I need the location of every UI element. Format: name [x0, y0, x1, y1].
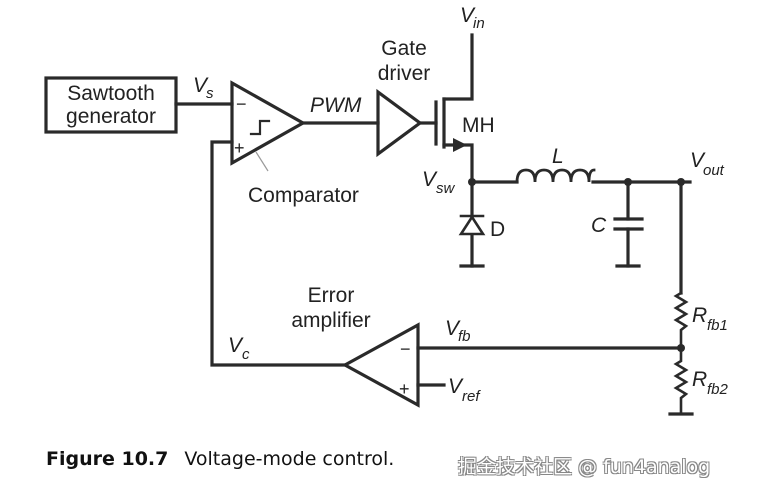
sawtooth-label-line1: Sawtooth — [67, 82, 155, 105]
svg-text:V: V — [460, 4, 476, 27]
pwm-label: PWM — [310, 94, 362, 117]
svg-text:V: V — [228, 334, 244, 357]
error-amp-minus: − — [400, 339, 411, 359]
error-amp-plus: + — [399, 379, 410, 399]
rfb2-label: R fb2 — [692, 368, 729, 398]
vsw-label: V sw — [422, 168, 456, 197]
comparator-plus: + — [234, 138, 245, 158]
svg-text:R: R — [692, 368, 707, 391]
svg-text:V: V — [445, 317, 461, 340]
mosfet-arrow-icon — [453, 138, 467, 152]
vref-label: V ref — [448, 375, 481, 405]
gate-driver-triangle — [376, 88, 423, 158]
error-amp-label-line1: Error — [308, 284, 355, 307]
inductor-label: L — [552, 145, 564, 168]
svg-text:in: in — [473, 15, 485, 32]
inductor-coil-icon — [515, 168, 596, 184]
svg-text:out: out — [703, 162, 725, 179]
figure-caption: Figure 10.7 Voltage-mode control. — [46, 448, 394, 470]
diode-d: D — [458, 180, 505, 268]
comparator: − + Comparator — [230, 80, 359, 207]
error-amplifier-triangle — [341, 322, 420, 408]
sawtooth-label-line2: generator — [66, 105, 156, 128]
mosfet-source-wire — [442, 143, 474, 184]
vc-label: V c — [228, 334, 250, 363]
feedback-divider: R fb1 R fb2 — [668, 180, 729, 416]
svg-text:fb: fb — [458, 328, 471, 345]
svg-text:c: c — [242, 346, 250, 363]
capacitor-label: C — [591, 214, 607, 237]
figure-number: Figure 10.7 — [46, 448, 169, 470]
svg-text:R: R — [692, 304, 707, 327]
error-amplifier: − + Error amplifier — [291, 284, 420, 408]
error-amp-label-line2: amplifier — [291, 309, 370, 332]
mosfet-mh: MH — [434, 33, 495, 184]
vout-label: V out — [690, 149, 725, 179]
comparator-leader-line — [255, 151, 269, 172]
svg-text:V: V — [690, 149, 706, 172]
mosfet-drain-wire — [442, 33, 474, 101]
sawtooth-generator-block: Sawtooth generator — [44, 76, 178, 134]
gate-driver-label-line2: driver — [378, 62, 431, 85]
svg-text:V: V — [193, 74, 209, 97]
vin-label: V in — [460, 4, 485, 32]
svg-text:sw: sw — [436, 180, 456, 197]
inductor-l: L — [515, 145, 692, 184]
comparator-triangle — [230, 80, 307, 166]
gate-driver-label-line1: Gate — [381, 37, 427, 60]
svg-text:s: s — [206, 85, 214, 102]
mosfet-label: MH — [462, 114, 495, 137]
rfb2-resistor-icon — [673, 346, 689, 416]
watermark: 掘金技术社区 @ fun4analog — [458, 456, 711, 478]
capacitor-c: C — [591, 178, 644, 268]
comparator-label: Comparator — [248, 184, 359, 207]
voltage-mode-control-diagram: Sawtooth generator V s − + Comparator PW… — [44, 4, 729, 416]
diode-label: D — [490, 218, 505, 241]
svg-text:V: V — [448, 375, 464, 398]
diode-triangle-icon — [458, 214, 486, 236]
rfb1-label: R fb1 — [692, 304, 728, 334]
svg-text:fb2: fb2 — [707, 381, 729, 398]
figure-caption-text: Voltage-mode control. — [184, 448, 395, 470]
gate-driver: Gate driver — [376, 37, 431, 158]
svg-text:ref: ref — [462, 388, 481, 405]
svg-text:fb1: fb1 — [707, 317, 728, 334]
vs-label: V s — [193, 74, 214, 102]
hysteresis-icon — [249, 119, 271, 136]
svg-text:V: V — [422, 168, 438, 191]
rfb1-resistor-icon — [673, 291, 689, 350]
comparator-minus: − — [236, 94, 247, 114]
vc-feedback-wire — [210, 140, 347, 367]
vfb-label: V fb — [445, 317, 471, 345]
